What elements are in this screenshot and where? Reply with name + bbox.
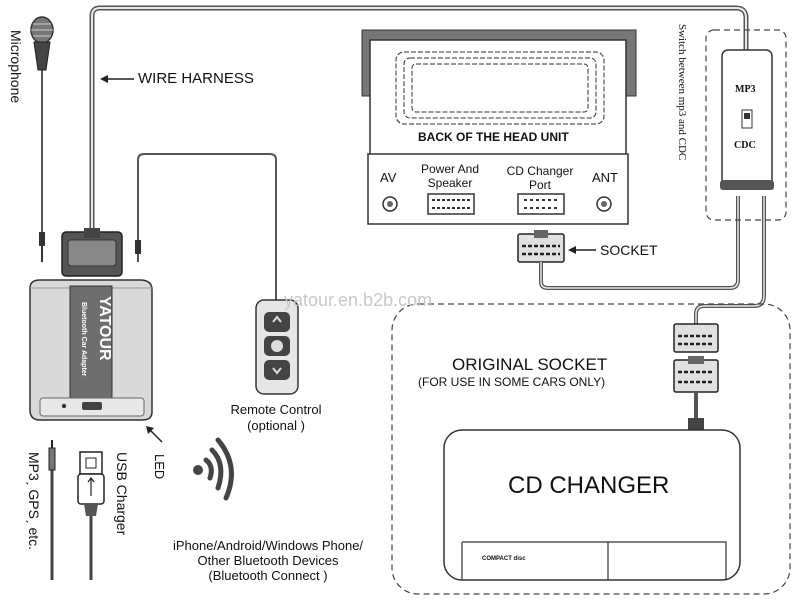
vent-pattern <box>395 51 605 125</box>
original-socket-label: ORIGINAL SOCKET <box>452 355 608 374</box>
cd-changer-label: CD CHANGER <box>508 472 670 499</box>
led-label: LED <box>152 454 167 480</box>
av-label: AV <box>380 170 397 185</box>
wire-harness-arrow <box>100 75 134 83</box>
remote-line2: (optional ) <box>247 418 305 433</box>
watermark: yatour.en.b2b.com <box>284 290 433 310</box>
remote-control <box>255 299 299 395</box>
adapter-brand: YATOUR <box>96 296 113 361</box>
power-speaker-port-icon <box>427 193 475 215</box>
power-speaker-line1: Power And <box>420 162 480 176</box>
cd-changer-dashed-area <box>391 303 791 595</box>
microphone-label: Microphone <box>8 30 24 104</box>
cd-changer-port-line1: CD Changer <box>506 164 574 178</box>
aux-plug-icon <box>48 440 56 580</box>
mp3-gps-label: MP3ˏ GPSˏ etc. <box>26 452 42 551</box>
phones-line1: iPhone/Android/Windows Phone/ <box>172 538 364 553</box>
cd-changer-port-icon <box>517 193 565 215</box>
wire-harness-label: WIRE HARNESS <box>138 70 254 87</box>
remote-control-label: Remote Control (optional ) <box>220 402 332 434</box>
bluetooth-waves-icon <box>193 437 234 501</box>
phones-line2: Other Bluetooth Devices <box>197 553 339 568</box>
usb-plug-icon <box>77 451 105 580</box>
switch-description: Switch between mp3 and CDC <box>676 24 688 161</box>
power-speaker-label: Power And Speaker <box>414 162 486 190</box>
bluetooth-devices-label: iPhone/Android/Windows Phone/ Other Blue… <box>148 538 388 583</box>
remote-line1: Remote Control <box>230 402 322 417</box>
microphone-icon <box>30 16 54 71</box>
ant-label: ANT <box>592 170 618 185</box>
cdc-label: CDC <box>734 140 756 151</box>
power-speaker-line2: Speaker <box>427 176 473 190</box>
original-socket-connector <box>673 356 719 393</box>
original-socket-note: (FOR USE IN SOME CARS ONLY) <box>418 375 606 389</box>
switch-dashed-box <box>705 29 787 221</box>
cd-changer-port-line2: Port <box>528 178 551 192</box>
socket-connector <box>517 230 565 263</box>
socket-label: SOCKET <box>600 242 658 258</box>
mp3-label: MP3 <box>735 84 756 95</box>
socket-arrow <box>568 246 596 254</box>
head-unit-title: BACK OF THE HEAD UNIT <box>418 130 569 144</box>
mp3-cdc-switch <box>720 49 774 190</box>
remote-cable <box>137 153 277 300</box>
compact-disc-logo: COMPACT disc <box>482 556 526 562</box>
phones-line3: (Bluetooth Connect ) <box>208 568 328 583</box>
yatour-adapter <box>29 228 153 421</box>
head-unit <box>361 29 637 225</box>
cd-changer-unit <box>443 429 741 581</box>
adapter-subtitle: Bluetooth Car Adapter <box>80 302 87 377</box>
led-arrow <box>146 426 163 443</box>
cd-changer-port-label: CD Changer Port <box>502 164 578 192</box>
usb-charger-label: USB Charger <box>114 452 130 536</box>
original-connector-top <box>673 323 719 353</box>
